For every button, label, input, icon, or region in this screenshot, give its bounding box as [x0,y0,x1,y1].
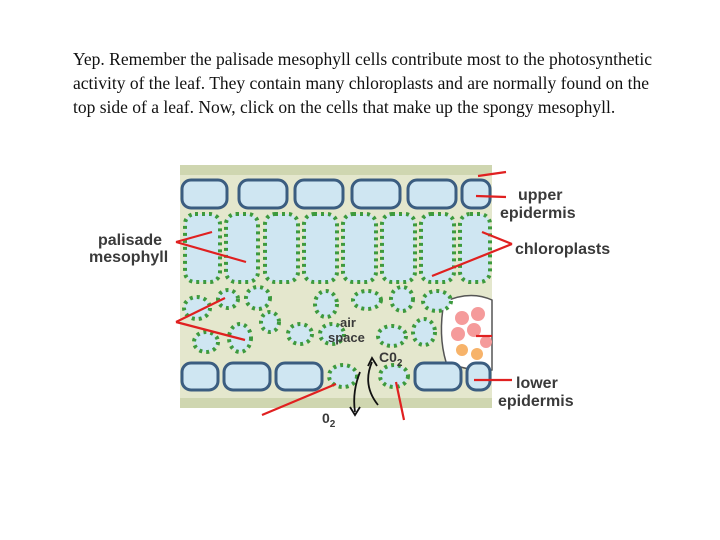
palisade-cell[interactable] [458,212,492,284]
label-upper-epidermis-line2: epidermis [500,205,576,222]
upper-epidermis-cell[interactable] [350,178,402,210]
vascular-bundle [440,294,493,372]
palisade-pointer [175,230,213,244]
spongy-pointer [175,320,246,342]
palisade-cell[interactable] [341,212,378,284]
lower-cuticle [180,398,492,408]
guard-cell[interactable] [378,363,410,389]
lower-epidermis-cell[interactable] [222,361,272,392]
co2-arrowhead [367,356,378,367]
o2-arrowhead [349,406,361,417]
chloroplast-pointer [431,242,513,278]
upper-epidermis-cell[interactable] [237,178,289,210]
stoma-pointer [261,382,337,417]
palisade-mesophyll-layer[interactable] [183,212,492,284]
stoma-pointer [394,381,406,421]
lower-epidermis-cell[interactable] [413,361,463,392]
spongy-cell[interactable] [244,285,272,311]
upper-epidermis-cell[interactable] [406,178,458,210]
spongy-cell[interactable] [286,322,314,346]
label-upper-epidermis-line1: upper [518,187,562,204]
palisade-pointer [175,240,247,264]
o2-out-arrow [353,371,361,413]
upper-epidermis-cell[interactable] [293,178,345,210]
palisade-cell[interactable] [183,212,222,284]
label-lower-epidermis-line1: lower [516,375,558,392]
spongy-pointer [175,297,226,323]
spongy-cell[interactable] [313,289,339,319]
upper-epidermis-pointer [477,170,507,178]
label-lower-epidermis-line2: epidermis [498,393,574,410]
spongy-mesophyll-layer[interactable] [182,285,453,354]
lower-epidermis-cell[interactable] [274,361,324,392]
upper-cuticle [180,165,492,175]
label-chloroplasts: chloroplasts [515,241,610,258]
label-pointer-lines [175,170,513,421]
label-air-space-line2: space [328,330,365,345]
spongy-cell[interactable] [351,289,383,311]
spongy-cell[interactable] [216,288,240,310]
lower-epidermis-cell[interactable] [180,361,220,392]
spongy-cell[interactable] [389,285,415,313]
palisade-cell[interactable] [419,212,456,284]
spongy-cell[interactable] [192,330,220,354]
palisade-cell[interactable] [380,212,417,284]
spongy-cell[interactable] [421,289,453,313]
label-co2: C02 [379,349,403,369]
chloroplast-pointer [481,230,513,246]
lower-epidermis-cell[interactable] [465,361,492,392]
palisade-cell[interactable] [263,212,300,284]
spongy-cell[interactable] [411,317,437,347]
spongy-cell[interactable] [318,322,346,346]
palisade-cell[interactable] [302,212,339,284]
lower-epidermis-layer[interactable] [180,361,492,392]
spongy-cell[interactable] [259,310,281,334]
upper-epidermis-cell[interactable] [460,178,492,210]
spongy-cell[interactable] [182,295,212,321]
label-palisade-line1: palisade [98,232,162,249]
instruction-text: Yep. Remember the palisade mesophyll cel… [73,49,653,117]
label-o2: 02 [322,410,336,430]
upper-epidermis-pointer [475,194,507,199]
palisade-cell[interactable] [224,212,260,284]
label-palisade-line2: mesophyll [89,249,168,266]
gas-exchange-arrows [349,356,379,417]
label-air-space-line1: air [340,315,356,330]
upper-epidermis-layer[interactable] [180,178,492,210]
co2-in-arrow [367,361,379,406]
guard-cell[interactable] [327,363,359,389]
upper-epidermis-cell[interactable] [180,178,229,210]
spongy-cell[interactable] [376,324,408,348]
